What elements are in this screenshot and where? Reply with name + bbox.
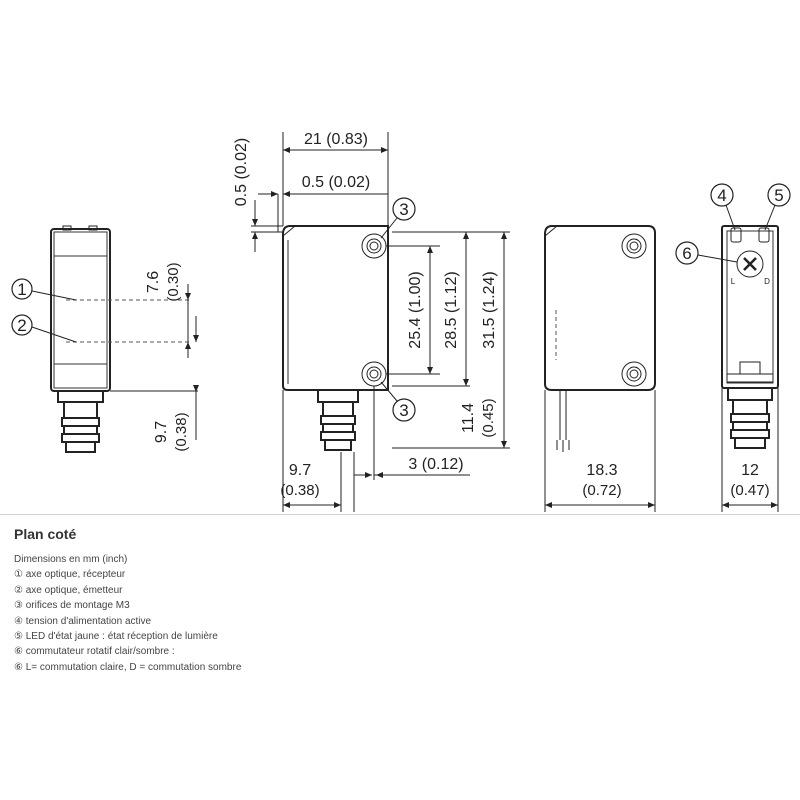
callout-5: 5	[764, 183, 791, 231]
separator	[0, 514, 800, 515]
dim-21: 21 (0.83)	[304, 131, 368, 148]
dim-0-5-vertical: 0.5 (0.02)	[233, 138, 250, 206]
front-view: 7.6 (0.30) 9.7 (0.38) 1 2	[11, 225, 199, 453]
svg-text:9.7: 9.7	[289, 462, 311, 479]
svg-text:18.3: 18.3	[586, 462, 617, 479]
dim-7-6: 7.6 (0.30)	[145, 262, 182, 301]
svg-text:6: 6	[682, 244, 691, 263]
callout-6: 6	[675, 241, 738, 265]
dim-18-3: 18.3 (0.72)	[582, 462, 621, 499]
svg-text:(0.30): (0.30)	[165, 262, 182, 301]
callout-2: 2	[11, 314, 77, 343]
svg-text:5: 5	[774, 186, 783, 205]
dim-0-5-horizontal: 0.5 (0.02)	[302, 174, 370, 191]
svg-text:(0.38): (0.38)	[280, 482, 319, 499]
dim-28-5: 28.5 (1.12)	[443, 271, 460, 348]
callout-3-top: 3	[380, 197, 416, 239]
dim-12: 12 (0.47)	[730, 462, 769, 499]
callout-3-bottom: 3	[380, 381, 416, 422]
callout-1: 1	[11, 278, 77, 301]
side-view: 21 (0.83) 0.5 (0.02) 0.5 (0.02) 25.4 (1.…	[233, 131, 510, 512]
svg-text:(0.38): (0.38)	[173, 412, 190, 451]
dim-25-4: 25.4 (1.00)	[407, 271, 424, 348]
svg-text:7.6: 7.6	[145, 271, 162, 293]
svg-text:4: 4	[717, 186, 726, 205]
svg-text:(0.45): (0.45)	[480, 398, 497, 437]
svg-text:2: 2	[17, 316, 26, 335]
legend-item: ⑥ L= commutation claire, D = commutation…	[14, 661, 242, 673]
svg-text:1: 1	[17, 280, 26, 299]
svg-text:12: 12	[741, 462, 759, 479]
dimension-drawing: 7.6 (0.30) 9.7 (0.38) 1 2	[11, 131, 791, 512]
svg-text:3: 3	[399, 401, 408, 420]
svg-text:(0.72): (0.72)	[582, 482, 621, 499]
rotary-switch-icon	[736, 250, 764, 278]
svg-text:3: 3	[399, 200, 408, 219]
top-view: L D 12 (0.47) 4 5 6	[675, 183, 791, 512]
dim-9-7-height: 9.7 (0.38)	[153, 412, 190, 451]
dim-9-7-width: 9.7 (0.38)	[280, 462, 319, 499]
svg-text:9.7: 9.7	[153, 421, 170, 443]
svg-text:(0.47): (0.47)	[730, 482, 769, 499]
legend-item: ④ tension d'alimentation active	[14, 615, 152, 627]
legend: Plan coté Dimensions en mm (inch) ① axe …	[14, 526, 241, 675]
rear-view: 18.3 (0.72)	[544, 225, 656, 512]
legend-item: ⑤ LED d'état jaune : état réception de l…	[14, 631, 218, 643]
dim-3: 3 (0.12)	[408, 456, 463, 473]
switch-label-l: L	[731, 277, 736, 286]
legend-title: Plan coté	[14, 526, 77, 542]
callout-4: 4	[710, 183, 736, 231]
legend-item: ① axe optique, récepteur	[14, 569, 126, 581]
legend-subtitle: Dimensions en mm (inch)	[14, 554, 128, 565]
dim-11-4: 11.4 (0.45)	[460, 398, 497, 437]
legend-item: ⑥ commutateur rotatif clair/sombre :	[14, 646, 175, 658]
dim-31-5: 31.5 (1.24)	[481, 271, 498, 348]
switch-label-d: D	[764, 277, 770, 286]
legend-item: ② axe optique, émetteur	[14, 584, 123, 596]
legend-item: ③ orifices de montage M3	[14, 600, 130, 612]
svg-text:11.4: 11.4	[460, 403, 477, 433]
